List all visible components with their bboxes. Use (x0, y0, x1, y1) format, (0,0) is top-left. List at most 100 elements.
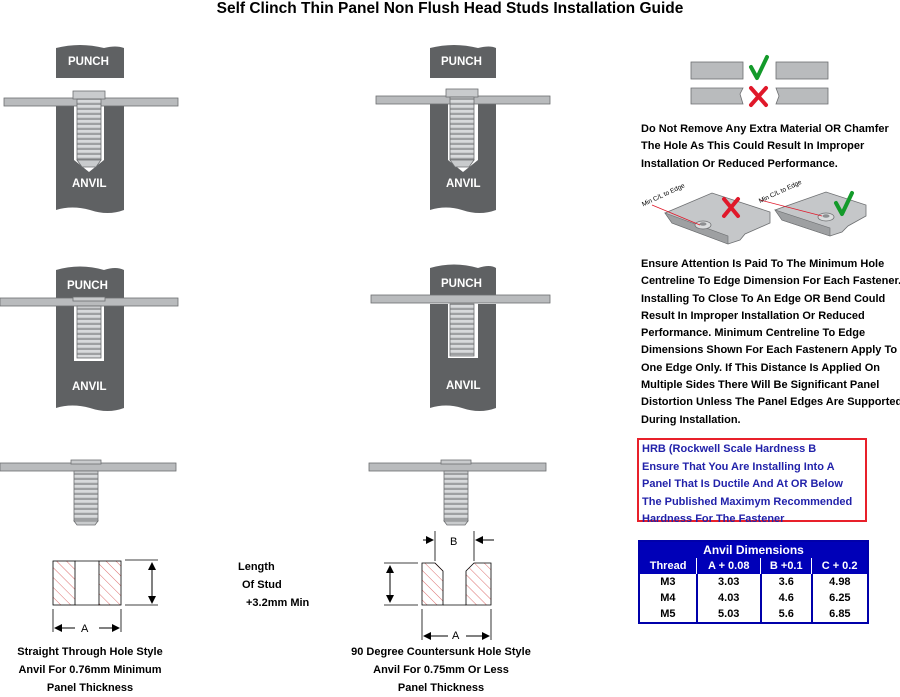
check-icon (749, 55, 769, 80)
chamfer-note: Do Not Remove Any Extra Material OR Cham… (641, 121, 900, 173)
page-title: Self Clinch Thin Panel Non Flush Head St… (216, 0, 684, 17)
check-icon (834, 191, 854, 216)
note-line: Panel That Is Ductile And At OR Below (642, 478, 843, 491)
column-header: C + 0.2 (811, 558, 868, 574)
note-line: Ensure That You Are Installing Into A (642, 460, 835, 473)
table-cell: M3 (660, 576, 676, 588)
note-line: Dimensions Shown For Each Fastenern Appl… (641, 344, 898, 357)
diagram-countersunk-pressed: PUNCH ANVIL (370, 264, 551, 411)
table-cell: 6.85 (810, 606, 868, 623)
caption-line: Panel Thickness (46, 682, 134, 694)
dim-a-label: A (81, 623, 89, 635)
anvil-wall-left (421, 562, 444, 606)
note-line: The Published Maximym Recommended (642, 495, 853, 508)
table-row: M4 4.03 4.6 6.25 (639, 590, 868, 606)
caption-line: Panel Thickness (397, 682, 485, 694)
table-cell: 5.03 (695, 606, 761, 623)
table-cell: 3.6 (759, 574, 812, 590)
note-line: The Hole As This Could Result In Imprope… (641, 140, 865, 153)
stud-shank (449, 303, 475, 357)
panel-left-chamfered (690, 87, 744, 105)
table-cell: 4.6 (759, 590, 812, 606)
anvil-label: ANVIL (446, 178, 481, 190)
stud-shank (443, 470, 469, 522)
punch (56, 45, 124, 78)
note-line: Do Not Remove Any Extra Material OR Cham… (641, 123, 889, 135)
table-cell: 3.03 (695, 574, 761, 590)
anvil-label: ANVIL (446, 380, 481, 392)
anvil-section-countersunk: B A (384, 531, 494, 642)
table-cell: 5.6 (759, 606, 812, 623)
diagram-straight-before: PUNCH ANVIL (3, 45, 179, 213)
table-cell: M4 (660, 592, 676, 604)
dim-a-label: A (452, 630, 460, 642)
note-line: One Edge Only. If This Distance Is Appli… (641, 361, 880, 374)
diagram-countersunk-before: PUNCH ANVIL (375, 45, 551, 213)
edge-note: Ensure Attention Is Paid To The Minimum … (641, 256, 900, 429)
note-line: HRB (Rockwell Scale Hardness B (642, 443, 817, 455)
caption-line: Anvil For 0.75mm Or Less (373, 664, 509, 676)
note-line: Performance. Minimum Centreline To Edge (641, 327, 866, 340)
caption-straight: Straight Through Hole Style Anvil For 0.… (0, 643, 180, 697)
table-title: Anvil Dimensions (639, 541, 868, 558)
column-header: B +0.1 (760, 558, 812, 574)
stud-head (445, 88, 479, 98)
diagram-countersunk-installed (368, 459, 547, 526)
cross-icon (749, 86, 768, 107)
punch (56, 266, 124, 299)
table-cell: 6.25 (810, 590, 868, 606)
caption-line: Straight Through Hole Style (17, 646, 163, 658)
caption-line: Anvil For 0.76mm Minimum (18, 664, 162, 676)
panel-left-good (690, 61, 744, 80)
punch-label: PUNCH (441, 56, 482, 68)
edge-label: Min C/L to Edge (641, 182, 686, 208)
punch-label: PUNCH (68, 56, 109, 68)
punch-label: PUNCH (67, 280, 108, 292)
edge-label: Min C/L to Edge (758, 179, 803, 205)
note-line: Result In Improper Installation Or Reduc… (641, 309, 865, 322)
punch (430, 264, 496, 296)
punch-label: PUNCH (441, 278, 482, 290)
caption-line: 90 Degree Countersunk Hole Style (351, 646, 531, 658)
caption-countersunk: 90 Degree Countersunk Hole Style Anvil F… (336, 643, 546, 697)
stud-head (70, 459, 102, 465)
anvil-wall-right (98, 560, 122, 606)
stud-shank (73, 470, 99, 522)
diagram-straight-installed (0, 459, 177, 526)
hardness-note-box: HRB (Rockwell Scale Hardness B Ensure Th… (637, 438, 867, 525)
chamfer-illustration (690, 55, 829, 107)
note-line: Multiple Sides There Will Be Significant… (641, 379, 880, 392)
stud-length-note: Length Of Stud +3.2mm Min (238, 558, 309, 612)
diagram-straight-pressed: PUNCH ANVIL (0, 266, 179, 411)
panel-right-good (775, 61, 829, 80)
stud-shank (449, 96, 475, 161)
stud-head (440, 459, 472, 465)
note-line: Of Stud (242, 579, 282, 591)
table-cell: M5 (660, 608, 676, 620)
stud-shank (76, 98, 102, 161)
anvil-section-straight: A (52, 559, 158, 635)
cross-icon (722, 197, 740, 218)
stud-head (72, 296, 106, 302)
anvil-label: ANVIL (72, 178, 107, 190)
note-line: Distortion Unless The Panel Edges Are Su… (641, 396, 900, 409)
note-line: Installation Or Reduced Performance. (641, 157, 838, 170)
edge-distance-illustration: Min C/L to Edge Min C/L to Edge (641, 179, 867, 245)
note-line: Hardness For The Fastener (642, 513, 785, 526)
table-row: M3 3.03 3.6 4.98 (639, 574, 868, 590)
table-cell: 4.03 (695, 590, 761, 606)
column-header: A + 0.08 (696, 558, 761, 574)
note-line: Ensure Attention Is Paid To The Minimum … (641, 258, 885, 270)
anvil-wall-right (465, 562, 492, 606)
anvil-dimensions-table: Anvil Dimensions Thread A + 0.08 B +0.1 … (638, 540, 869, 624)
note-line: Installing To Close To An Edge OR Bend C… (641, 292, 886, 305)
note-line: +3.2mm Min (246, 597, 310, 609)
anvil-label: ANVIL (72, 381, 107, 393)
stud-head (72, 90, 106, 100)
anvil-wall-left (52, 560, 76, 606)
panel (370, 294, 551, 304)
table-cell: 4.98 (810, 574, 868, 590)
note-line: During Installation. (641, 413, 741, 426)
table-row: M5 5.03 5.6 6.85 (639, 606, 868, 623)
